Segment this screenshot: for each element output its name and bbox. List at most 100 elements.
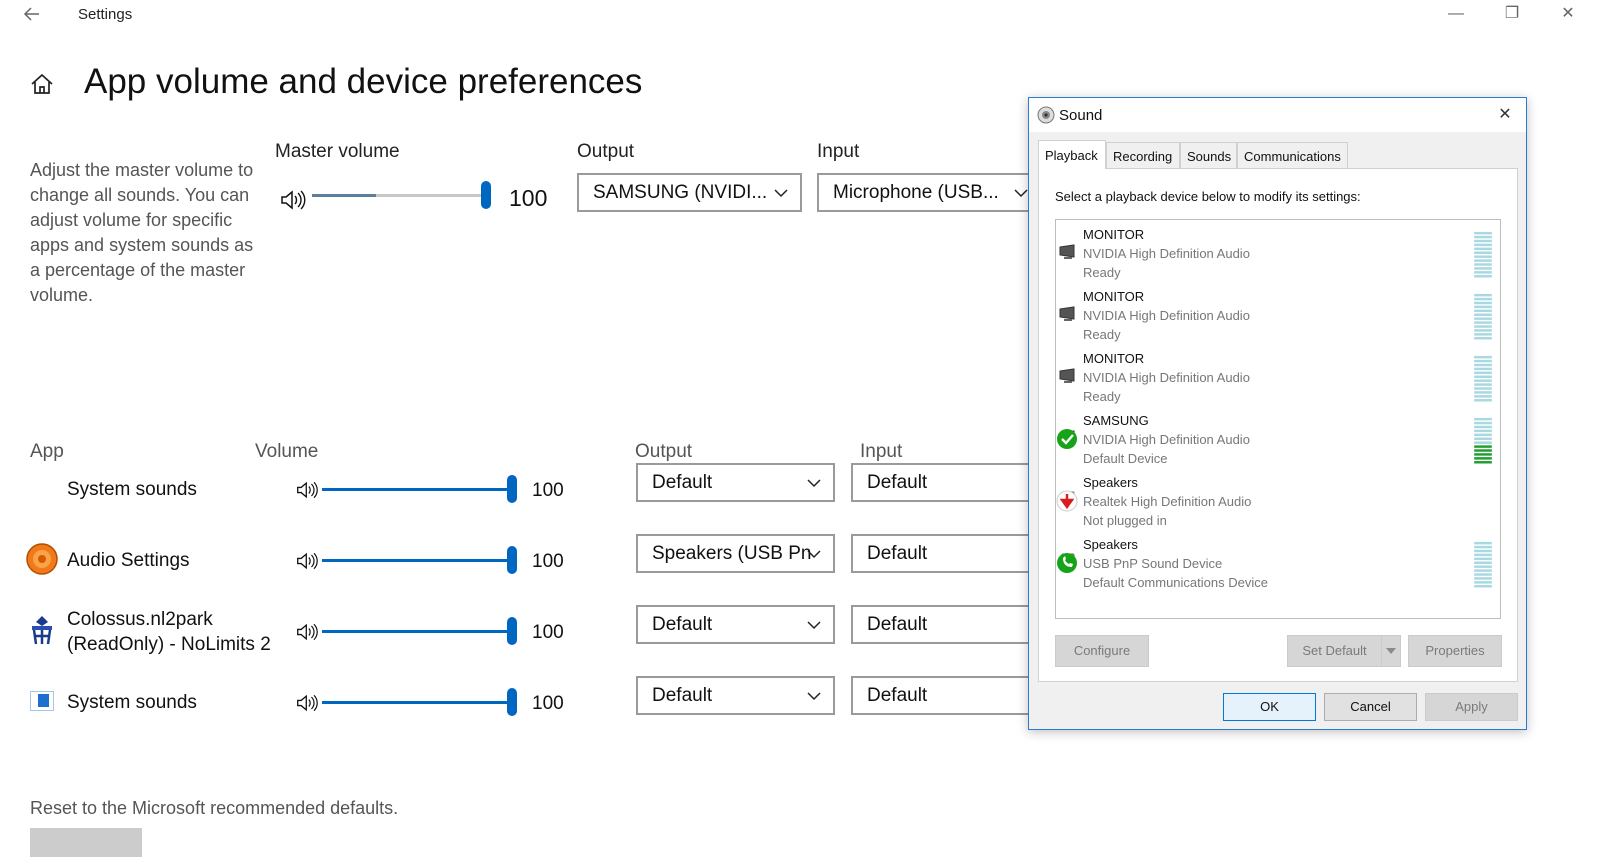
app-row: System sounds 100 Default Default [0, 463, 1040, 512]
back-arrow-icon[interactable] [22, 4, 42, 24]
app-input-dropdown[interactable]: Default [851, 676, 1040, 715]
set-default-dropdown[interactable] [1381, 635, 1401, 667]
app-input-value: Default [867, 472, 928, 493]
device-name: MONITOR [1083, 227, 1145, 242]
app-slider-thumb[interactable] [507, 475, 517, 503]
app-output-dropdown[interactable]: Speakers (USB Pn [636, 534, 835, 573]
app-slider-thumb[interactable] [507, 546, 517, 574]
close-button[interactable]: ✕ [1561, 5, 1575, 22]
dropdown-arrow-icon [1386, 648, 1396, 654]
properties-button[interactable]: Properties [1408, 635, 1502, 667]
chevron-down-icon [807, 692, 821, 701]
device-driver: USB PnP Sound Device [1083, 556, 1223, 571]
app-slider-thumb[interactable] [507, 688, 517, 716]
speaker-icon[interactable] [296, 551, 320, 571]
app-volume-slider[interactable] [322, 630, 512, 633]
app-row: Audio Settings 100 Speakers (USB Pn Defa… [0, 534, 1040, 583]
chevron-down-icon [807, 550, 821, 559]
monitor-icon [1058, 366, 1080, 388]
app-name: Colossus.nl2park [67, 609, 213, 630]
device-driver: NVIDIA High Definition Audio [1083, 246, 1250, 261]
app-output-dropdown[interactable]: Default [636, 605, 835, 644]
app-output-dropdown[interactable]: Default [636, 676, 835, 715]
page-description: Adjust the master volume to change all s… [30, 160, 254, 305]
speaker-icon[interactable] [296, 693, 320, 713]
level-meter [1474, 293, 1492, 340]
input-column-header: Input [860, 441, 903, 462]
master-volume-slider[interactable] [312, 194, 490, 197]
app-input-value: Default [867, 543, 928, 564]
app-input-dropdown[interactable]: Default [851, 534, 1040, 573]
audio-settings-icon [26, 543, 58, 575]
master-input-dropdown[interactable]: Microphone (USB... [817, 173, 1042, 212]
app-name: Audio Settings [67, 550, 190, 571]
level-meter [1474, 541, 1492, 588]
output-column-header: Output [635, 441, 693, 462]
device-driver: NVIDIA High Definition Audio [1083, 370, 1250, 385]
ok-button[interactable]: OK [1223, 693, 1316, 721]
chevron-down-icon [807, 479, 821, 488]
master-output-dropdown[interactable]: SAMSUNG (NVIDI... [577, 173, 802, 212]
device-status: Ready [1083, 327, 1121, 342]
cancel-button[interactable]: Cancel [1324, 693, 1417, 721]
speaker-icon[interactable] [296, 622, 320, 642]
app-input-dropdown[interactable]: Default [851, 463, 1040, 502]
level-meter [1474, 417, 1492, 464]
chevron-down-icon [807, 621, 821, 630]
playback-panel: Select a playback device below to modify… [1038, 168, 1518, 682]
chevron-down-icon [1014, 189, 1028, 198]
app-input-dropdown[interactable]: Default [851, 605, 1040, 644]
app-output-dropdown[interactable]: Default [636, 463, 835, 502]
reset-button[interactable] [30, 828, 142, 857]
home-icon[interactable] [28, 70, 56, 98]
device-name: Speakers [1083, 537, 1138, 552]
app-slider-thumb[interactable] [507, 617, 517, 645]
app-volume-value: 100 [532, 622, 564, 643]
reset-description: Reset to the Microsoft recommended defau… [30, 798, 399, 818]
device-status: Ready [1083, 389, 1121, 404]
sound-app-icon [1037, 106, 1055, 124]
dialog-close-button[interactable]: ✕ [1498, 106, 1512, 123]
speaker-icon[interactable] [296, 480, 320, 500]
app-volume-slider[interactable] [322, 488, 512, 491]
monitor-icon [1058, 242, 1080, 264]
app-volume-slider[interactable] [322, 701, 512, 704]
app-row: Colossus.nl2park (ReadOnly) - NoLimits 2… [0, 605, 1040, 660]
system-sounds-icon [30, 691, 54, 711]
app-output-value: Default [652, 614, 713, 635]
device-name: SAMSUNG [1083, 413, 1149, 428]
title-bar: Settings — ❐ ✕ [0, 0, 1600, 30]
device-status: Default Device [1083, 451, 1168, 466]
restore-button[interactable]: ❐ [1504, 5, 1520, 22]
master-slider-thumb[interactable] [481, 181, 491, 209]
configure-button[interactable]: Configure [1055, 635, 1149, 667]
master-volume-value: 100 [509, 185, 548, 211]
tab-recording[interactable]: Recording [1106, 142, 1180, 168]
tab-sounds[interactable]: Sounds [1180, 142, 1237, 168]
master-slider-fill [312, 194, 376, 197]
device-status: Ready [1083, 265, 1121, 280]
master-speaker-icon[interactable] [280, 189, 306, 210]
device-driver: Realtek High Definition Audio [1083, 494, 1252, 509]
minimize-button[interactable]: — [1448, 5, 1464, 22]
device-name: MONITOR [1083, 351, 1145, 366]
tab-communications[interactable]: Communications [1237, 142, 1348, 168]
app-volume-slider[interactable] [322, 559, 512, 562]
chevron-down-icon [774, 189, 788, 198]
master-volume-label: Master volume [275, 141, 400, 162]
app-name-line2: (ReadOnly) - NoLimits 2 [67, 634, 271, 655]
apply-button[interactable]: Apply [1425, 693, 1518, 721]
app-volume-value: 100 [532, 551, 564, 572]
communications-phone-icon [1057, 553, 1077, 573]
nolimits-icon [28, 614, 56, 646]
tab-playback[interactable]: Playback [1038, 140, 1106, 169]
master-output-value: SAMSUNG (NVIDI... [593, 182, 768, 203]
set-default-button[interactable]: Set Default [1287, 635, 1381, 667]
